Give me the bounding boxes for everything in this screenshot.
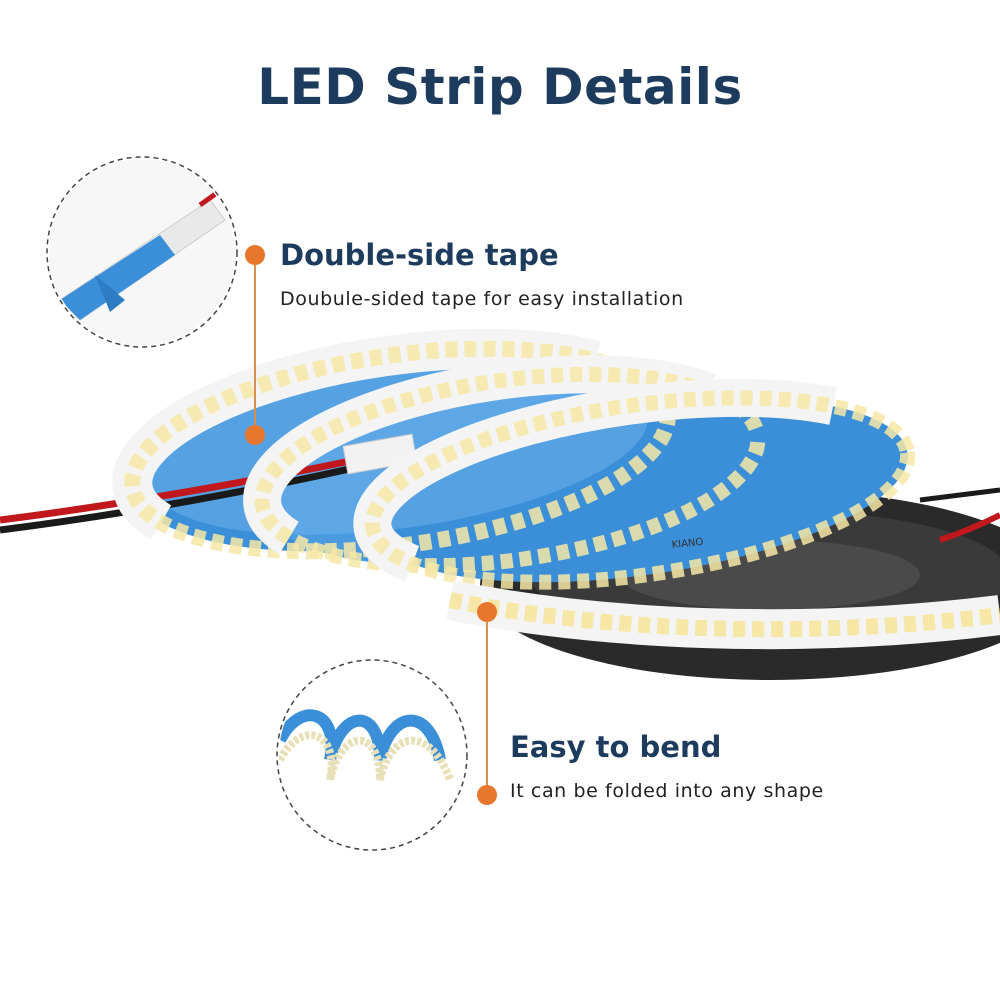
led-strips: [112, 328, 1000, 650]
bend-closeup-image: [279, 709, 454, 782]
tape-closeup-image: [49, 159, 235, 345]
callout-tape: [46, 156, 265, 445]
feature-description-tape: Doubule-sided tape for easy installation: [280, 288, 684, 310]
feature-description-bend: It can be folded into any shape: [510, 780, 824, 802]
strip-marking: KIANO: [671, 537, 704, 551]
feature-heading-bend: Easy to bend: [510, 730, 722, 764]
callout-bend: [276, 602, 497, 851]
feature-heading-tape: Double-side tape: [280, 238, 559, 272]
page-title: LED Strip Details: [257, 58, 743, 116]
power-wires: [0, 433, 1000, 543]
